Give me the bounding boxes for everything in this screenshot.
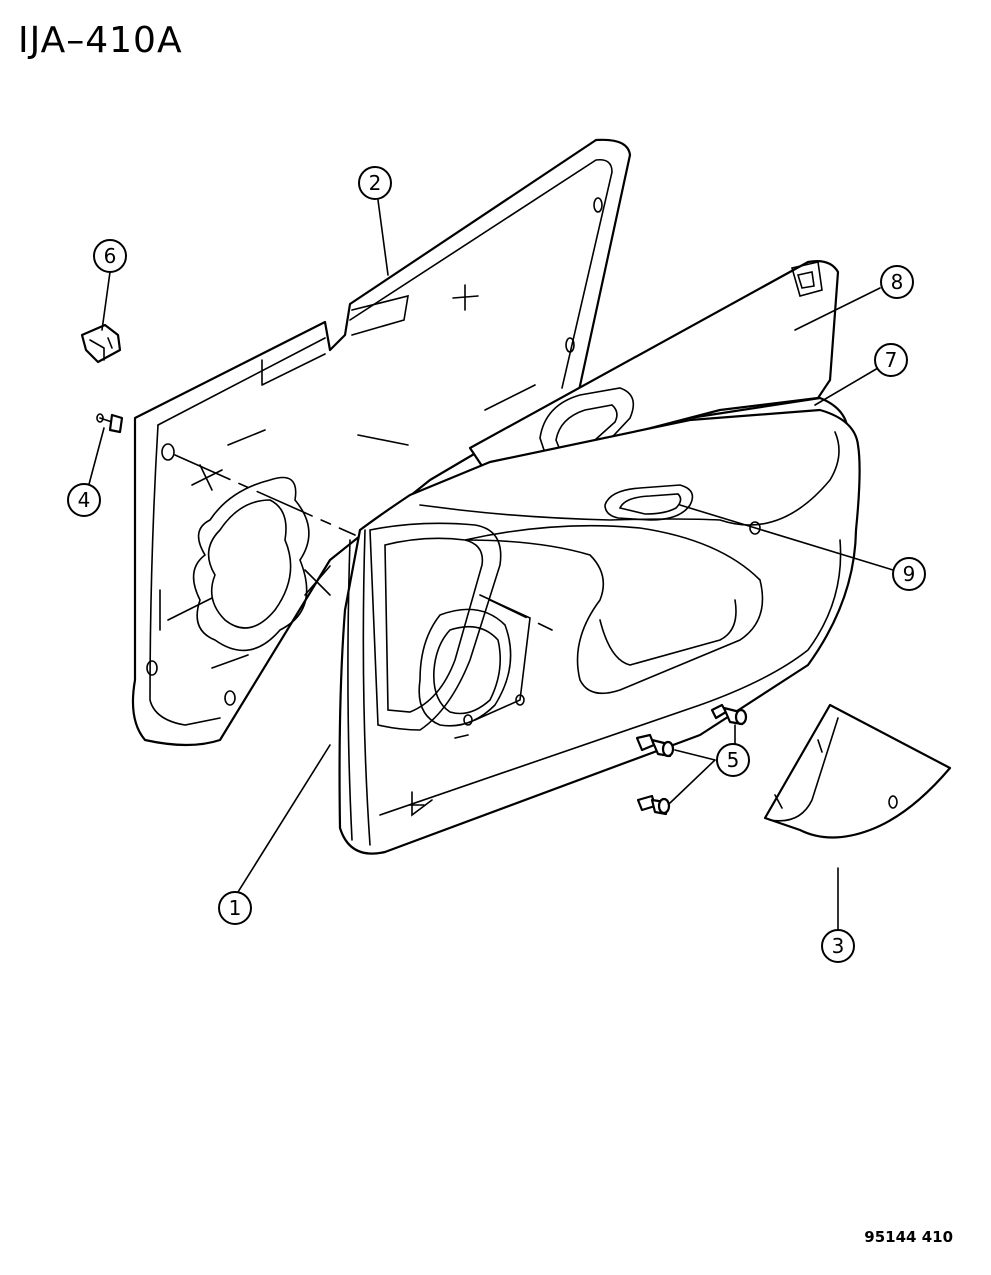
callout-3-label: 3 <box>832 934 845 958</box>
callout-9-label: 9 <box>903 562 916 586</box>
leader-2 <box>377 199 389 276</box>
callout-1: 1 <box>218 891 252 925</box>
callout-6-label: 6 <box>104 244 117 268</box>
callout-2-label: 2 <box>369 171 382 195</box>
diagram-id: IJA–410A <box>18 20 183 61</box>
leader-6 <box>101 271 111 331</box>
leader-8 <box>794 287 881 331</box>
leader-lines <box>87 199 894 933</box>
part-5-screws <box>635 703 748 816</box>
callout-3: 3 <box>821 929 855 963</box>
leader-1 <box>237 744 331 893</box>
leader-5 <box>669 724 736 804</box>
callout-4-label: 4 <box>78 488 91 512</box>
callout-5: 5 <box>716 743 750 777</box>
callout-6: 6 <box>93 239 127 273</box>
part-2-watershield <box>131 138 632 747</box>
part-3-lower-cover <box>763 703 952 839</box>
callout-7-label: 7 <box>885 348 898 372</box>
callout-1-label: 1 <box>229 896 242 920</box>
part-6-clip <box>80 323 122 364</box>
leader-4 <box>87 427 105 489</box>
callout-2: 2 <box>358 166 392 200</box>
callout-8-label: 8 <box>891 270 904 294</box>
callout-7: 7 <box>874 343 908 377</box>
part-4-push-pin <box>96 413 124 434</box>
drawing-number: 95144 410 <box>864 1228 953 1246</box>
callout-8: 8 <box>880 265 914 299</box>
callout-4: 4 <box>67 483 101 517</box>
callout-5-label: 5 <box>727 748 740 772</box>
callout-9: 9 <box>892 557 926 591</box>
leader-7 <box>814 367 879 406</box>
leader-9 <box>679 504 894 571</box>
